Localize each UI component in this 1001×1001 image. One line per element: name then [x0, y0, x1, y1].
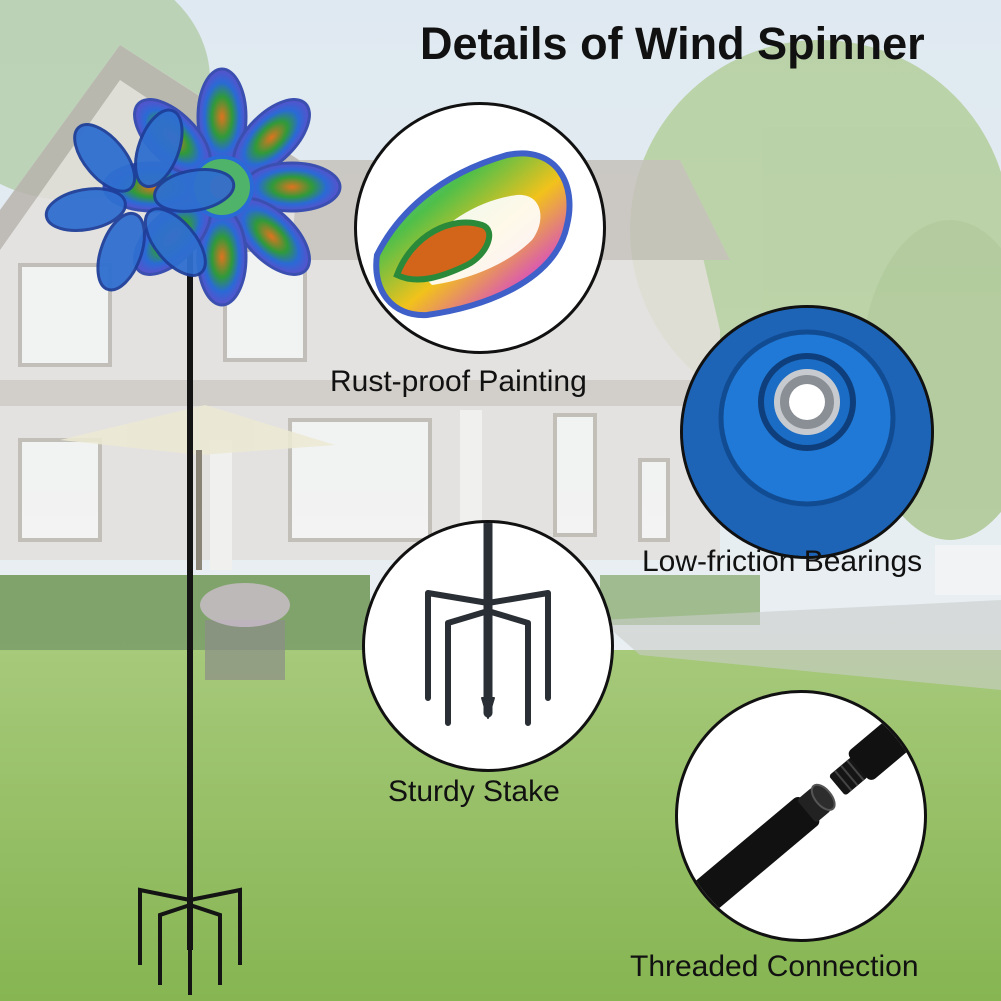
pole-joint-icon	[678, 693, 924, 933]
spinner-head	[44, 67, 342, 307]
patio-umbrella	[60, 405, 335, 570]
bearing-icon	[683, 308, 931, 556]
feature-label-rust-proof-painting: Rust-proof Painting	[330, 365, 587, 398]
page-title: Details of Wind Spinner	[420, 18, 925, 69]
stake-icon	[425, 523, 551, 726]
feature-label-sturdy-stake: Sturdy Stake	[388, 775, 560, 808]
spinner-stake	[138, 887, 242, 995]
fence	[935, 545, 1001, 595]
sturdy-stake-closeup	[362, 520, 614, 772]
feature-label-threaded-connection: Threaded Connection	[630, 950, 919, 983]
feature-label-low-friction-bearings: Low-friction Bearings	[642, 545, 923, 578]
spinner-pole	[187, 170, 193, 950]
wind-spinner	[44, 67, 342, 995]
rust-proof-painting-closeup	[354, 102, 606, 354]
peacock-feather-icon	[373, 150, 573, 319]
low-friction-bearings-closeup	[680, 305, 934, 559]
threaded-connection-closeup	[675, 690, 927, 942]
